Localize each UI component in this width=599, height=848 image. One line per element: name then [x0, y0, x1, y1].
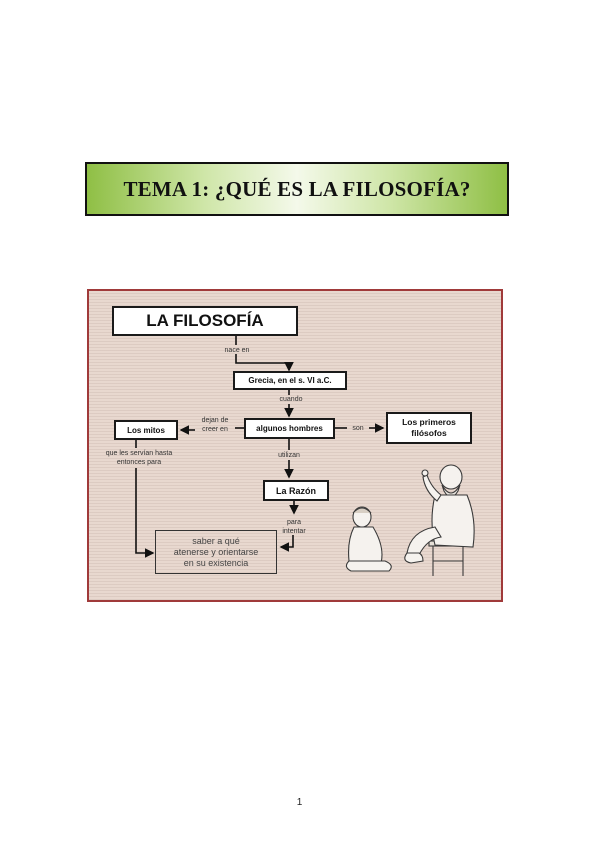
node-saber-line2: atenerse y orientarse — [173, 546, 259, 557]
node-saber-line3: en su existencia — [183, 557, 249, 568]
title-banner: TEMA 1: ¿QUÉ ES LA FILOSOFÍA? — [85, 162, 509, 216]
root-node-la-filosofia: LA FILOSOFÍA — [112, 306, 298, 336]
link-label-que-line2: entonces para — [116, 459, 162, 466]
link-label-dejan-line1: dejan de — [201, 417, 229, 424]
link-label-nace-en: nace en — [224, 347, 250, 354]
link-label-dejan-de-creer-en: dejan de creer en — [195, 416, 235, 434]
node-saber-a-que: saber a qué atenerse y orientarse en su … — [155, 530, 277, 574]
root-node-label: LA FILOSOFÍA — [146, 311, 264, 330]
node-la-razon: La Razón — [263, 480, 329, 501]
node-los-mitos-label: Los mitos — [127, 425, 165, 435]
node-grecia-label: Grecia, en el s. VI a.C. — [248, 376, 332, 385]
node-la-razon-label: La Razón — [275, 485, 316, 496]
link-label-para-line2: intentar — [282, 528, 306, 535]
link-label-son: son — [352, 425, 364, 432]
node-los-primeros-filosofos: Los primeros filósofos — [386, 412, 472, 444]
node-primeros-line1: Los primeros — [402, 417, 456, 427]
page-number: 1 — [296, 797, 303, 808]
link-label-para-line1: para — [286, 519, 301, 526]
link-label-que-les-servian: que les servían hasta entonces para — [91, 449, 187, 467]
node-algunos-hombres: algunos hombres — [244, 418, 335, 439]
node-saber-line1: saber a qué — [192, 535, 240, 546]
concept-map-figure: LA FILOSOFÍA nace en Grecia, en el s. VI… — [87, 289, 503, 602]
link-label-utilizan: utilizan — [278, 452, 300, 459]
link-label-para-intentar: para intentar — [277, 518, 311, 536]
link-label-dejan-line2: creer en — [202, 426, 228, 433]
node-los-mitos: Los mitos — [114, 420, 178, 440]
page-title: TEMA 1: ¿QUÉ ES LA FILOSOFÍA? — [123, 176, 471, 201]
link-label-que-line1: que les servían hasta — [105, 450, 173, 457]
link-label-cuando: cuando — [279, 396, 303, 403]
connector-lines — [135, 336, 475, 576]
philosopher-illustration — [345, 464, 475, 576]
node-primeros-line2: filósofos — [411, 428, 447, 438]
node-algunos-hombres-label: algunos hombres — [256, 424, 323, 433]
node-grecia: Grecia, en el s. VI a.C. — [233, 371, 347, 390]
